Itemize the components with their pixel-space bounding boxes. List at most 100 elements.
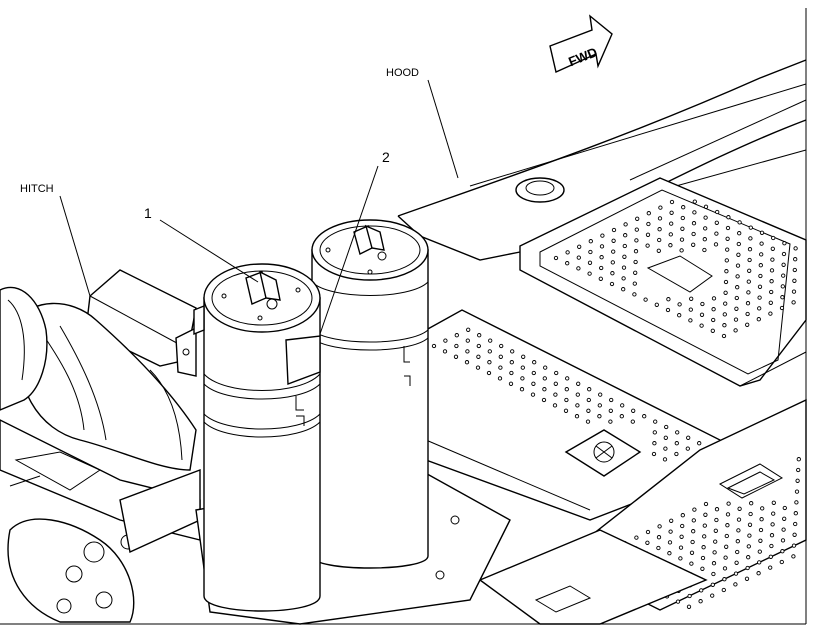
- perforation-dot: [588, 239, 593, 244]
- perforation-dot: [599, 244, 605, 249]
- perforation-dot: [734, 306, 739, 311]
- perforation-dot: [662, 457, 668, 462]
- perforation-dot: [733, 571, 739, 576]
- perforation-dot: [576, 381, 581, 386]
- perforation-dot: [576, 255, 581, 260]
- perforation-dot: [487, 349, 492, 354]
- perforation-dot: [793, 257, 798, 262]
- perforation-dot: [793, 246, 798, 251]
- perforation-dot: [721, 333, 727, 339]
- perforation-dot: [756, 571, 761, 576]
- perforation-dot: [699, 588, 704, 593]
- perforation-dot: [725, 247, 730, 252]
- perforation-dot: [792, 278, 797, 283]
- perforation-dot: [796, 467, 801, 473]
- perforation-dot: [608, 419, 613, 424]
- perforation-dot: [621, 287, 626, 292]
- perforation-dot: [632, 281, 637, 286]
- perforation-dot: [699, 323, 704, 328]
- perforation-dot: [781, 251, 787, 257]
- perforation-dot: [779, 305, 785, 311]
- perforation-dot: [791, 289, 797, 294]
- perforation-dot: [442, 349, 448, 354]
- perforation-dot: [575, 403, 580, 408]
- perforation-dot: [498, 365, 503, 370]
- perforation-dot: [734, 560, 739, 565]
- perforation-dot: [477, 333, 482, 338]
- perforation-dot: [782, 505, 787, 511]
- perforation-dot: [645, 243, 650, 248]
- perforation-dot: [747, 268, 752, 273]
- perforation-dot: [563, 408, 569, 413]
- perforation-dot: [656, 248, 661, 253]
- perforation-dot: [702, 523, 707, 528]
- perforation-dot: [688, 318, 693, 323]
- perforation-dot: [598, 392, 603, 397]
- perforation-dot: [652, 430, 657, 435]
- perforation-dot: [587, 387, 592, 392]
- perforation-dot: [665, 307, 671, 313]
- perforation-dot: [748, 236, 753, 241]
- perforation-dot: [701, 545, 706, 550]
- perforation-dot: [585, 419, 591, 424]
- perforation-dot: [687, 593, 692, 599]
- callout-2-leader: [319, 165, 379, 335]
- perforation-dot: [633, 249, 639, 254]
- perforation-dot: [509, 360, 514, 365]
- perforation-dot: [724, 269, 729, 274]
- perforation-dot: [586, 397, 591, 403]
- perforation-dot: [713, 528, 718, 533]
- perforation-dot: [757, 306, 762, 311]
- upper-platform-perforations: [553, 199, 798, 339]
- perforation-dot: [564, 387, 569, 392]
- perforation-dot: [780, 295, 785, 300]
- perforation-dot: [711, 571, 716, 577]
- perforation-dot: [722, 323, 727, 328]
- perforation-dot: [791, 300, 796, 305]
- perforation-dot: [553, 255, 559, 261]
- perforation-dot: [711, 296, 717, 301]
- perforation-dot: [692, 507, 697, 512]
- perforation-dot: [780, 549, 785, 554]
- perforation-dot: [759, 230, 765, 235]
- perforation-dot: [781, 262, 786, 267]
- perforation-dot: [620, 403, 625, 408]
- perforation-dot: [756, 317, 761, 322]
- perforation-dot: [486, 370, 492, 376]
- perforation-dot: [737, 220, 742, 225]
- perforation-dot: [691, 221, 697, 226]
- perforation-dot: [554, 370, 559, 376]
- perforation-dot: [668, 529, 673, 534]
- perforation-dot: [635, 216, 640, 221]
- perforation-dot: [530, 392, 536, 397]
- perforation-dot: [736, 241, 741, 247]
- perforation-dot: [735, 274, 740, 279]
- perforation-dot: [686, 435, 691, 440]
- perforation-dot: [769, 533, 775, 538]
- perforation-dot: [669, 199, 675, 205]
- perforation-dot: [657, 216, 663, 221]
- perforation-dot: [475, 365, 481, 370]
- perforation-dot: [509, 370, 514, 376]
- perforation-dot: [654, 302, 659, 307]
- perforation-dot: [677, 302, 682, 307]
- perforation-dot: [757, 295, 762, 300]
- perforation-dot: [634, 535, 639, 540]
- perforation-dot: [748, 511, 753, 517]
- perforation-dot: [737, 506, 742, 511]
- perforation-dot: [793, 521, 798, 527]
- perforation-dot: [724, 258, 729, 263]
- perforation-dot: [646, 221, 651, 227]
- perforation-dot: [768, 300, 773, 305]
- perforation-dot: [733, 582, 738, 587]
- perforation-dot: [703, 215, 708, 220]
- text-labels: HOOD HITCH 1 2: [20, 67, 419, 221]
- perforation-dot: [633, 270, 638, 275]
- perforation-dot: [747, 247, 753, 252]
- perforation-dot: [771, 500, 776, 505]
- perforation-dot: [675, 430, 680, 435]
- perforation-dot: [734, 295, 739, 301]
- perforation-dot: [542, 376, 547, 381]
- perforation-dot: [781, 527, 786, 532]
- perforation-dot: [749, 501, 754, 506]
